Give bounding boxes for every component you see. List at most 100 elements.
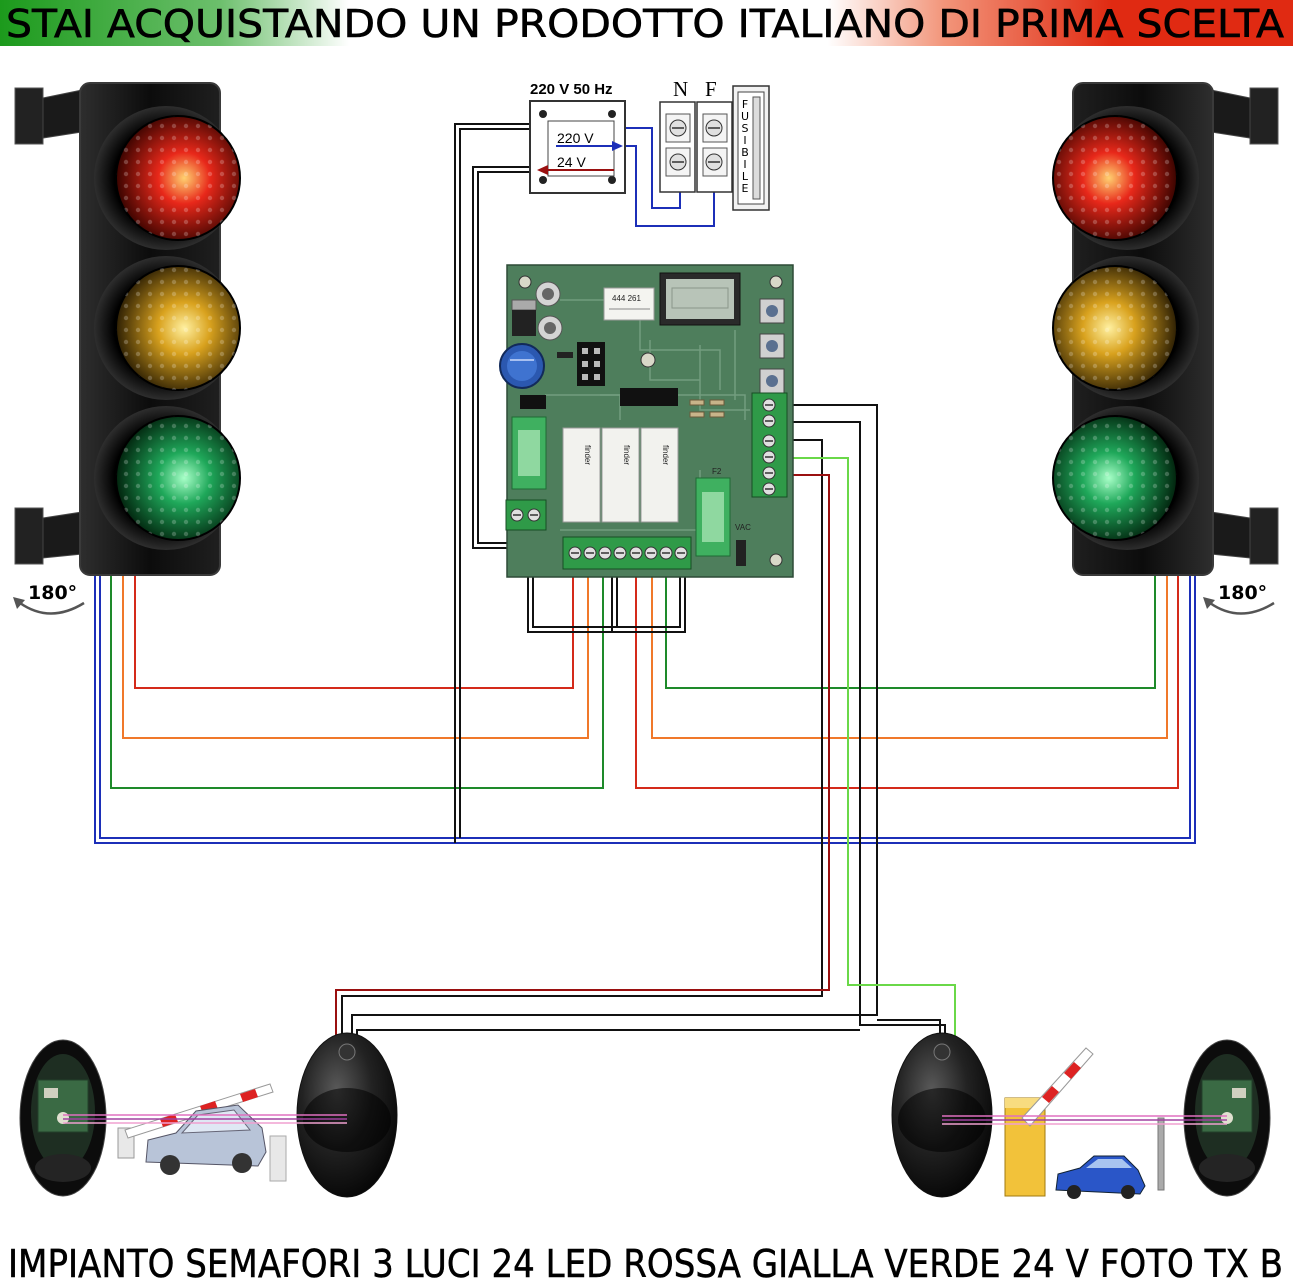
supply-terminal-label: VAC [735,523,751,532]
terminal-screw [644,546,658,560]
wire-common-blue-outer [94,575,1196,844]
neutral-label: N [673,77,688,101]
wire-bridge-black-2 [532,560,681,628]
fuse-element [752,96,761,200]
terminal-screw [762,398,776,412]
phase-label: F [705,77,717,101]
button-down [759,368,785,394]
fuse-letter: F [742,98,748,111]
diode [557,352,573,358]
primary-voltage-label: 220 V [557,130,594,146]
supply-label: 220 V 50 Hz [530,81,613,98]
arrow-right-icon [612,141,623,151]
fuse-letter: I [743,134,746,147]
mains-terminal-block: N F [659,77,733,193]
left-photocell-transmitter [19,1039,107,1197]
transformer: 220 V 50 Hz 220 V 24 V [529,81,626,194]
left-bracket-bottom [14,507,83,565]
wire-photocell-black-2 [787,421,946,1042]
wire-right-red [635,568,1179,789]
right-bracket-top [1210,87,1279,145]
terminal-screw [568,546,582,560]
italian-flag-band [0,0,1293,46]
wire-left-red [134,568,574,689]
wire-photocell-dark-red [335,474,830,1042]
wire-left-orange [122,568,589,739]
right-photocell-transmitter [1183,1039,1271,1197]
terminal-screw [762,434,776,448]
supply-jumper [736,540,746,566]
small-capacitor [537,315,563,341]
serial-sticker: 444 261 [603,287,655,321]
right-bracket-bottom [1210,507,1279,565]
terminal-screw [510,508,524,522]
fuse: F U S I B I L E [732,85,770,211]
relay-brand: finder [583,445,592,465]
terminal-screw [762,482,776,496]
button-ok [759,333,785,359]
fuse-letter: E [742,182,749,195]
left-bracket-top [14,87,83,145]
right-traffic-light [1052,82,1279,576]
ic-chip [520,395,546,409]
wire-mains-neutral [625,127,681,209]
left-traffic-light [14,82,241,576]
wire-right-orange [651,568,1168,739]
button-up [759,298,785,324]
arrow-left-icon [537,165,548,175]
terminal-screw [629,546,643,560]
terminal-screw [762,450,776,464]
fuse-letter: B [741,146,749,159]
fuse-letter: L [742,170,749,183]
sticker-number: 444 261 [612,294,641,303]
control-board: 444 261 [499,264,794,578]
mount-hole [640,352,656,368]
relay-3: finder [640,427,679,523]
secondary-voltage-label: 24 V [557,154,586,170]
right-photocell-receiver [891,1032,993,1198]
left-infrared-beam [63,1114,347,1124]
right-rotation-icon: 180° [1203,582,1275,615]
terminal-screw [598,546,612,560]
wire-transformer-black-2 [459,128,530,838]
footer-caption: IMPIANTO SEMAFORI 3 LUCI 24 LED ROSSA GI… [8,1242,1283,1285]
wiring [94,123,1196,1042]
right-rotation-label: 180° [1218,582,1267,604]
ic-chip [620,388,678,406]
left-yellow-lamp [94,256,241,400]
wire-transformer-black-1 [454,123,530,843]
right-yellow-lamp [1052,256,1199,400]
fuse-holder-2: F2 [695,467,731,557]
resistors [689,399,725,418]
relay-1: finder [562,427,601,523]
terminal-screw [674,546,688,560]
fuse-letter: U [741,110,749,123]
wire-photocell-black-5 [356,1029,860,1042]
electrolytic-capacitor [499,343,545,389]
right-red-lamp [1052,106,1199,250]
terminal-screw [613,546,627,560]
terminal-screw [762,466,776,480]
wire-common-blue-inner [99,575,1191,839]
wire-photocell-black-1 [351,404,878,1042]
terminal-screws [510,398,776,560]
pin-header [577,342,605,386]
relay-brand: finder [622,445,631,465]
wire-bridge-black-1 [527,560,686,633]
fuse-holder-label: F2 [712,467,722,476]
terminal-screw [669,119,687,137]
mount-hole [518,275,532,289]
terminal-screw [669,153,687,171]
voltage-regulator [511,299,537,336]
left-green-lamp [94,406,241,550]
left-rotation-label: 180° [28,582,77,604]
terminal-screw [705,119,723,137]
wire-mains-phase [622,145,715,227]
wire-photocell-black-3 [341,439,823,1042]
fuse-letter: S [742,122,749,135]
banner-title: STAI ACQUISTANDO UN PRODOTTO ITALIANO DI… [6,2,1284,46]
mount-hole [769,553,783,567]
wire-left-green [110,568,604,789]
wire-right-green [665,568,1156,689]
